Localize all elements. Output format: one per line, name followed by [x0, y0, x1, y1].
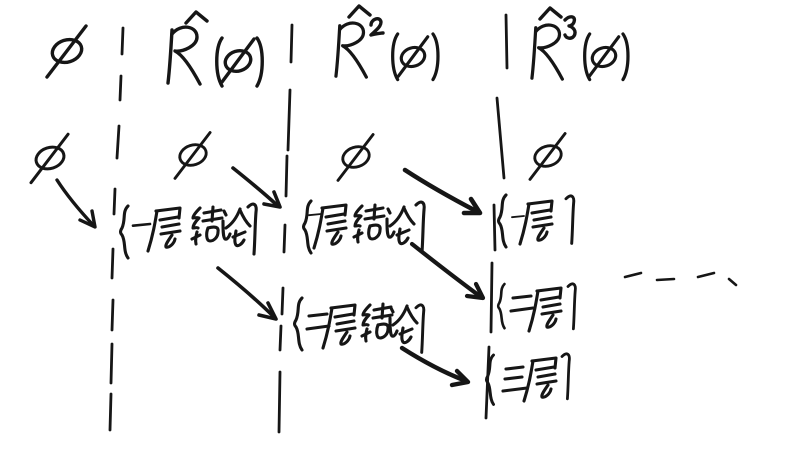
col1-empty-set-text: ∅ — [34, 138, 59, 169]
arrow-col1phi-to-col2layer1 — [55, 178, 97, 229]
column-divider-1 — [108, 26, 125, 432]
col3-header-text: R̂²(∅) — [335, 18, 428, 53]
arrow-col2phi-to-col3layer1 — [231, 166, 282, 209]
column-divider-2 — [277, 23, 294, 434]
arrowhead-icon — [464, 281, 486, 301]
continuation-ellipsis — [623, 271, 738, 287]
arrow-col2layer1-to-col3layer2 — [216, 266, 278, 321]
arrowhead-icon — [262, 190, 282, 209]
ellipsis-text: - - - - — [622, 263, 682, 287]
arrowhead-icon — [449, 368, 471, 388]
col2-empty-set-text: ∅ — [176, 136, 201, 167]
col3-layer1-text: {一层结论} — [298, 202, 452, 233]
col4-header-text: R̂³(∅) — [530, 14, 623, 49]
arrow-col3layer1-to-col4layer2 — [409, 241, 486, 301]
col2-header-text: R̂(∅) — [166, 24, 245, 59]
arrowhead-icon — [461, 196, 483, 216]
col2-layer1-text: {一层结论} — [116, 206, 270, 237]
col4-empty-set-text: ∅ — [531, 135, 556, 166]
col4-layer3-text: {三层} — [482, 354, 578, 385]
column-divider-3 — [484, 13, 509, 420]
col3-layer2-text: {二层结论} — [290, 300, 444, 331]
col4-layer1-text: {一层} — [494, 196, 590, 227]
arrow-col3phi-to-col4layer1 — [402, 167, 483, 216]
col3-empty-set-text: ∅ — [339, 138, 364, 169]
col4-layer2-text: {二层} — [494, 285, 590, 316]
arrowhead-icon — [78, 209, 97, 229]
arrowhead-icon — [257, 301, 278, 321]
arrow-col3layer2-to-col4layer3 — [399, 345, 471, 388]
col1-header-text: ∅ — [44, 30, 73, 65]
